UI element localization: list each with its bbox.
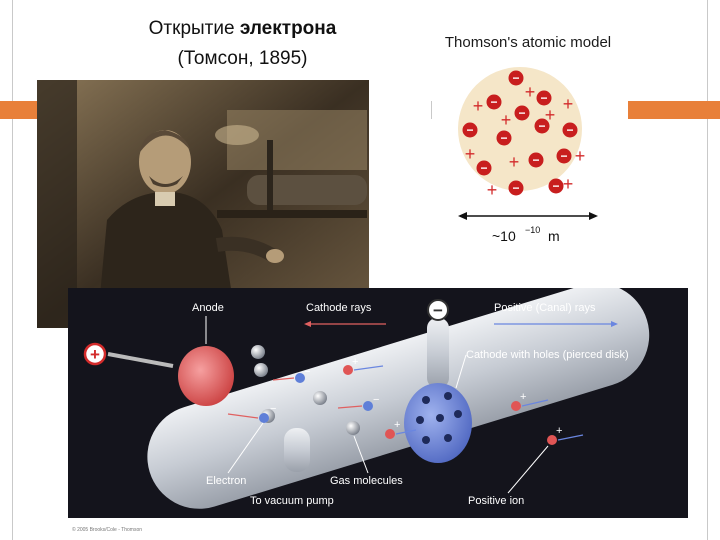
svg-text:−: − bbox=[270, 403, 276, 415]
anode-disk bbox=[178, 346, 234, 406]
label-cathode-rays: Cathode rays bbox=[306, 302, 372, 314]
plus-sign: + bbox=[509, 152, 520, 172]
minus-sign: − bbox=[552, 179, 559, 193]
label-cathode-with-holes: Cathode with holes (pierced disk) bbox=[466, 349, 629, 361]
plus-sign: + bbox=[465, 144, 476, 164]
minus-sign: − bbox=[500, 131, 507, 145]
minus-sign: − bbox=[518, 106, 525, 120]
cathode-pierced-disk bbox=[404, 383, 472, 463]
left-frame-line bbox=[12, 0, 13, 540]
cathode-terminal-sign: − bbox=[433, 301, 443, 320]
label-positive-ion: Positive ion bbox=[468, 495, 524, 507]
svg-text:+: + bbox=[556, 425, 562, 437]
size-label: ~10 bbox=[492, 228, 516, 244]
minus-sign: − bbox=[566, 123, 573, 137]
cathode-ray-tube-diagram: + − bbox=[68, 288, 688, 518]
plus-sign: + bbox=[501, 110, 512, 130]
plus-sign: + bbox=[563, 94, 574, 114]
plus-sign: + bbox=[545, 105, 556, 125]
anode-wire bbox=[108, 354, 173, 366]
minus-sign: − bbox=[490, 95, 497, 109]
size-arrow-right-head bbox=[589, 212, 598, 220]
label-anode: Anode bbox=[192, 302, 224, 314]
svg-text:+: + bbox=[520, 391, 526, 403]
minus-sign: − bbox=[512, 181, 519, 195]
svg-text:−: − bbox=[304, 366, 310, 378]
thomson-atom-diagram: −−−−−−−−−−−−−++++++++++ ~10 −10 m bbox=[450, 58, 630, 253]
copyright-note: © 2005 Brooks/Cole - Thomson bbox=[72, 527, 142, 533]
plus-sign: + bbox=[575, 146, 586, 166]
anode-terminal-sign: + bbox=[90, 345, 100, 364]
title-subtitle: (Томсон, 1895) bbox=[177, 48, 307, 69]
atom-model-title: Thomson's atomic model bbox=[418, 34, 638, 51]
slide-title: Открытие электрона (Томсон, 1895) bbox=[110, 14, 375, 74]
title-regular: Открытие bbox=[149, 18, 240, 39]
minus-sign: − bbox=[512, 71, 519, 85]
right-frame-line bbox=[707, 0, 708, 540]
left-accent-bar bbox=[0, 101, 40, 119]
right-accent-bar bbox=[628, 101, 720, 119]
label-to-vacuum-pump: To vacuum pump bbox=[250, 495, 334, 507]
size-unit: m bbox=[548, 228, 560, 244]
vacuum-pump-stem bbox=[284, 428, 310, 472]
label-positive-canal-rays: Positive (Canal) rays bbox=[494, 302, 596, 314]
label-gas-molecules: Gas molecules bbox=[330, 475, 403, 487]
positive-ion-pointer bbox=[508, 446, 548, 493]
plus-sign: + bbox=[487, 180, 498, 200]
svg-text:+: + bbox=[394, 419, 400, 431]
label-electron: Electron bbox=[206, 475, 246, 487]
cathode-stem bbox=[427, 318, 449, 388]
size-exponent: −10 bbox=[525, 225, 540, 235]
minus-sign: − bbox=[540, 91, 547, 105]
plus-sign: + bbox=[473, 96, 484, 116]
plus-sign: + bbox=[563, 174, 574, 194]
svg-text:−: − bbox=[373, 394, 379, 406]
title-bold: электрона bbox=[240, 18, 336, 39]
svg-text:+: + bbox=[352, 356, 358, 368]
minus-sign: − bbox=[480, 161, 487, 175]
size-arrow-left-head bbox=[458, 212, 467, 220]
minus-sign: − bbox=[466, 123, 473, 137]
minus-sign: − bbox=[560, 149, 567, 163]
minus-sign: − bbox=[532, 153, 539, 167]
plus-sign: + bbox=[525, 82, 536, 102]
divider-right bbox=[431, 101, 432, 119]
